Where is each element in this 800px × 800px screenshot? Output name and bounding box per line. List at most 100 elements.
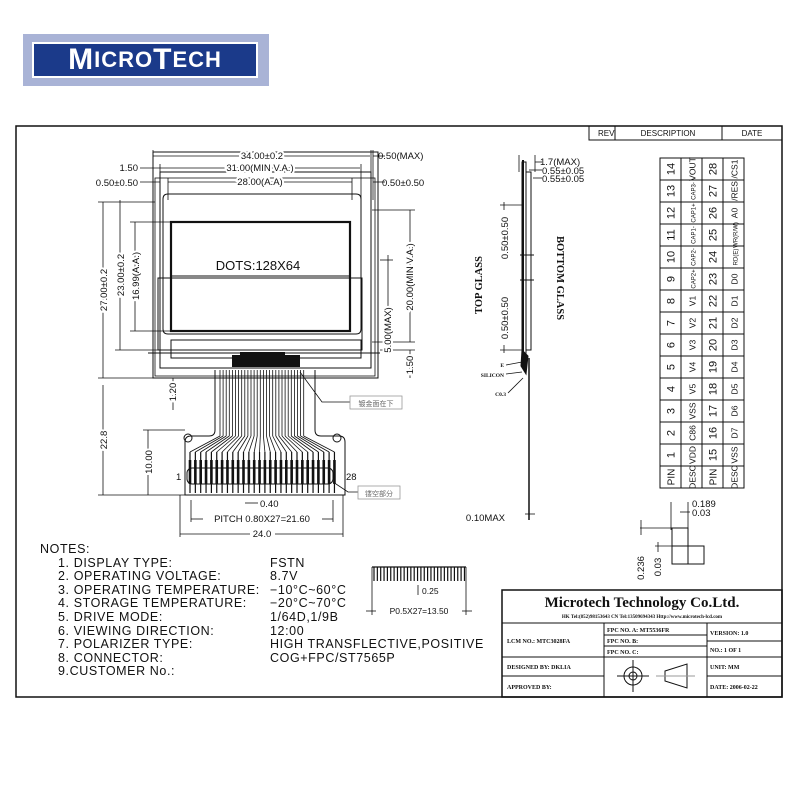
pin-description: A0 xyxy=(730,208,740,219)
note-value: −20°C~70°C xyxy=(270,596,347,611)
pin-description: V4 xyxy=(688,362,698,373)
front-dimension-lines xyxy=(98,150,415,537)
title-block-grid xyxy=(501,589,783,698)
dim-outline-width: 34.00±0.2 xyxy=(241,151,283,162)
pin-number: 25 xyxy=(708,229,720,241)
note-label: 8. CONNECTOR: xyxy=(58,650,164,665)
pin-number: 16 xyxy=(708,427,720,439)
fpc-tail xyxy=(183,370,346,496)
dim-fpc-pitch: P0.5X27=13.50 xyxy=(390,606,449,616)
pin-number: 14 xyxy=(666,163,678,175)
note-item: 5. DRIVE MODE: 1/64D,1/9B xyxy=(40,609,484,625)
top-glass-label: TOP GLASS xyxy=(474,256,485,314)
note-value: HIGH TRANSFLECTIVE,POSITIVE xyxy=(270,637,484,652)
dim-height-aa: 16.99(A.A.) xyxy=(131,252,142,300)
pin-description: V2 xyxy=(688,318,698,329)
pin-number: 3 xyxy=(666,408,678,414)
pin-description: VSS xyxy=(688,402,698,419)
pin-description: CAP3- xyxy=(692,182,698,200)
note-item: 3. OPERATING TEMPERATURE:−10°C~60°C xyxy=(40,582,484,598)
dim-height-23: 23.00±0.2 xyxy=(116,254,127,296)
pin-description: D4 xyxy=(730,361,740,372)
bottom-glass-label: BOTTOM GLASS xyxy=(554,236,565,320)
side-dimension-lines xyxy=(500,155,542,515)
dim-left-1-50: 1.50 xyxy=(120,163,139,174)
dim-left-0-50: 0.50±0.50 xyxy=(96,178,138,189)
note-label: 3. OPERATING TEMPERATURE: xyxy=(58,582,260,597)
fpc-pin-1-label: 1 xyxy=(176,472,181,483)
logo-letters-ech: ECH xyxy=(172,47,222,72)
pin-number: 7 xyxy=(666,320,678,326)
note-label: 1. DISPLAY TYPE: xyxy=(58,555,173,570)
drawing-date: DATE: 2006-02-22 xyxy=(710,685,758,691)
dim-pitch: PITCH 0.80X27=21.60 xyxy=(214,514,310,525)
pin-description: VOUT xyxy=(688,157,698,181)
pin-number: 12 xyxy=(666,207,678,219)
company-name: Microtech Technology Co.Ltd. xyxy=(545,595,740,611)
sheet-number: NO.: 1 OF 1 xyxy=(710,648,741,654)
pin-number: 10 xyxy=(666,251,678,263)
note-item: 8. CONNECTOR: COG+FPC/ST7565P xyxy=(40,650,484,666)
pin-number: 1 xyxy=(666,452,678,458)
dim-1-20: 1.20 xyxy=(168,383,179,402)
pin-description: D2 xyxy=(730,317,740,328)
fpc-pin-28-label: 28 xyxy=(346,472,357,483)
dim-0-236: 0.236 xyxy=(636,556,647,580)
dim-0-40: 0.40 xyxy=(260,499,279,510)
display-dots-label: DOTS:128X64 xyxy=(216,258,301,273)
note-label: 6. VIEWING DIRECTION: xyxy=(58,623,215,638)
dim-1-7-max: 1.7(MAX) xyxy=(540,157,580,168)
fpc-number-c: FPC NO. C: xyxy=(607,650,639,656)
callout-gold-side-down: 镀金面在下 xyxy=(359,399,394,408)
dim-0-55-a: 0.55±0.05 xyxy=(542,166,584,177)
pin-number: 5 xyxy=(666,364,678,370)
dim-aa-width: 28.00(A.A) xyxy=(237,177,282,188)
fpc-number-a: FPC NO. A: MT5536FR xyxy=(607,628,670,634)
dim-1-50-right: 1.50 xyxy=(405,356,416,375)
pin-number: 20 xyxy=(708,339,720,351)
pin-number: 26 xyxy=(708,207,720,219)
note-label: 5. DRIVE MODE: xyxy=(58,609,163,624)
date-header: DATE xyxy=(742,129,763,138)
dim-height-27: 27.00±0.2 xyxy=(99,269,110,311)
fpc-lead-detail xyxy=(366,566,472,615)
lcm-number: LCM NO.: MTC3028FA xyxy=(507,639,571,645)
dim-24-0: 24.0 xyxy=(253,529,272,540)
dim-right-0-50: 0.50±0.50 xyxy=(382,178,424,189)
dim-0-55-b: 0.55±0.05 xyxy=(542,174,584,185)
pin-number: 18 xyxy=(708,383,720,395)
label-c0-3: C0.3 xyxy=(495,392,506,398)
dim-0-50-b: 0.50±0.50 xyxy=(500,297,511,339)
note-item: 2. OPERATING VOLTAGE:8.7V xyxy=(40,570,484,584)
dim-0-189: 0.189 xyxy=(692,499,716,510)
desc-header: DESC xyxy=(730,465,740,489)
note-item: 9.CUSTOMER No.: xyxy=(40,665,484,679)
dim-min-va-width: 31.00(MIN V.A.) xyxy=(226,163,293,174)
note-label: 4. STORAGE TEMPERATURE: xyxy=(58,596,247,611)
pin-number: 8 xyxy=(666,298,678,304)
dim-min-va-height: 20.00(MIN V.A.) xyxy=(405,243,416,310)
dim-0-03-a: 0.03 xyxy=(692,508,711,519)
pin-description: D5 xyxy=(730,383,740,394)
pin-header: PIN xyxy=(709,469,720,486)
pin-number: 4 xyxy=(666,386,678,392)
pin-table-grid xyxy=(659,157,745,489)
logo-letters-icro: ICRO xyxy=(94,47,154,72)
sheet-border xyxy=(15,125,783,698)
note-value: 1/64D,1/9B xyxy=(270,609,339,624)
note-label: 7. POLARIZER TYPE: xyxy=(58,637,193,652)
company-contact: HK Tel:(852)98153643 CN Tel:13509694343 … xyxy=(562,615,723,620)
pin-description: /RES xyxy=(730,181,740,201)
dim-0-25: 0.25 xyxy=(422,586,439,596)
pin-number: 15 xyxy=(708,449,720,461)
rev-header: REV. xyxy=(598,129,616,138)
pin-description: D1 xyxy=(730,295,740,306)
pin-description: RD(E) xyxy=(734,249,740,266)
note-value: COG+FPC/ST7565P xyxy=(270,650,396,665)
pin-description: D6 xyxy=(730,405,740,416)
pin-number: 23 xyxy=(708,273,720,285)
